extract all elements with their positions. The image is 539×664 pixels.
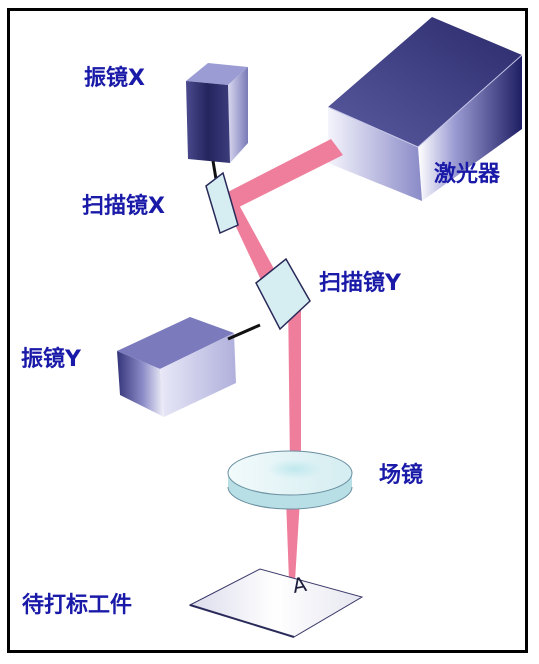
label-field-lens: 场镜 bbox=[379, 463, 424, 488]
label-galvo-x: 振镜X bbox=[84, 66, 145, 91]
galvo-y-box-icon bbox=[117, 317, 236, 417]
diagram-frame: A 振镜X 扫描镜X 激光器 扫描镜Y 振镜Y 场镜 待打标工件 bbox=[7, 8, 528, 653]
galvo-x-shaft bbox=[211, 160, 218, 180]
label-workpiece: 待打标工件 bbox=[22, 593, 133, 618]
scan-mirror-y-icon bbox=[255, 257, 311, 331]
scan-mirror-x-icon bbox=[205, 171, 239, 235]
label-scan-mirror-x: 扫描镜X bbox=[82, 194, 165, 219]
laser-marking-diagram: A bbox=[117, 17, 523, 638]
label-scan-mirror-y: 扫描镜Y bbox=[319, 271, 401, 296]
field-lens-disc-icon bbox=[227, 450, 353, 510]
label-laser: 激光器 bbox=[434, 162, 501, 187]
label-galvo-y: 振镜Y bbox=[21, 347, 81, 372]
workpiece-sheet-icon: A bbox=[188, 568, 364, 638]
galvo-x-box-icon bbox=[186, 63, 248, 163]
galvo-y-shaft bbox=[227, 323, 261, 341]
workpiece-mark: A bbox=[291, 572, 309, 598]
laser-beam bbox=[222, 139, 343, 581]
laser-source-box-icon bbox=[327, 17, 523, 201]
